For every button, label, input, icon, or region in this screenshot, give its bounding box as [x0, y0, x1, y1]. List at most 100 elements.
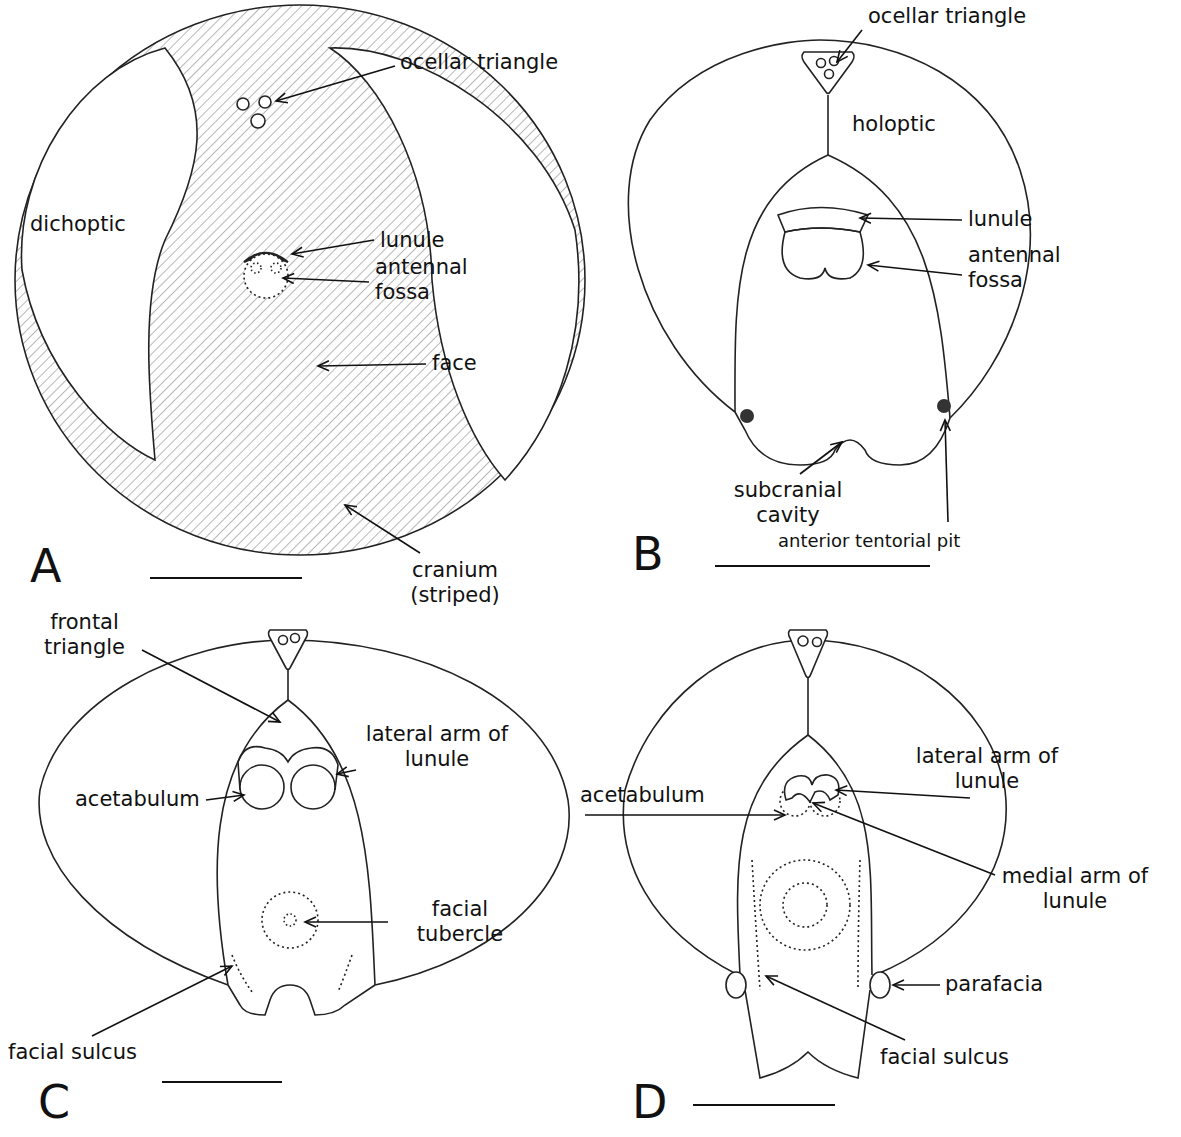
drawing-stroke — [740, 409, 754, 423]
part-label: frontal triangle — [22, 610, 147, 660]
part-label: lateral arm of lunule — [912, 744, 1062, 794]
drawing-stroke — [738, 735, 872, 975]
drawing-stroke — [785, 775, 839, 802]
drawing-stroke — [782, 228, 863, 279]
drawing-stroke — [251, 263, 261, 273]
drawing-stroke — [206, 795, 244, 800]
drawing-stroke — [860, 218, 962, 220]
part-label: antennal fossa — [968, 243, 1103, 293]
drawing-stroke — [262, 892, 318, 948]
part-label: holoptic — [852, 112, 936, 137]
part-label: cranium (striped) — [385, 558, 525, 608]
drawing-stroke — [745, 990, 870, 1078]
drawing-stroke — [150, 577, 302, 579]
drawing-stroke — [726, 972, 746, 998]
drawing-stroke — [817, 59, 826, 68]
drawing-stroke — [836, 790, 970, 798]
drawing-stroke — [237, 98, 249, 110]
panel-letter: A — [30, 540, 61, 592]
drawing-stroke — [585, 814, 785, 816]
drawing-stroke — [783, 883, 827, 927]
drawing-stroke — [760, 860, 850, 950]
drawing-stroke — [291, 634, 300, 643]
drawing-stroke — [735, 155, 950, 418]
drawing-stroke — [766, 976, 905, 1040]
drawing-stroke — [800, 442, 842, 474]
drawing-stroke — [259, 96, 271, 108]
part-label: ocellar triangle — [400, 50, 558, 75]
panel-d-head — [623, 630, 1006, 1078]
part-label: lateral arm of lunule — [362, 722, 512, 772]
part-label: acetabulum — [580, 783, 705, 808]
drawing-stroke — [798, 636, 808, 646]
panel-letter: B — [632, 528, 664, 580]
drawing-stroke — [305, 921, 388, 923]
drawing-stroke — [813, 638, 822, 647]
drawing-stroke — [276, 66, 395, 101]
drawing-stroke — [283, 278, 369, 282]
drawing-stroke — [802, 52, 854, 94]
drawing-stroke — [251, 114, 265, 128]
drawing-stroke — [338, 955, 352, 992]
drawing-stroke — [269, 630, 308, 670]
drawing-stroke — [337, 770, 356, 774]
drawing-stroke — [284, 914, 296, 926]
part-label: lunule — [380, 228, 445, 253]
part-label: facial sulcus — [8, 1040, 137, 1065]
drawing-stroke — [807, 678, 809, 735]
drawing-stroke — [271, 263, 281, 273]
drawing-stroke — [825, 70, 834, 79]
drawing-stroke — [893, 984, 940, 986]
drawing-stroke — [162, 1081, 282, 1083]
drawing-stroke — [789, 630, 828, 678]
drawing-stroke — [837, 30, 862, 62]
drawing-stroke — [240, 765, 284, 809]
part-label: facial sulcus — [880, 1045, 1009, 1070]
drawing-stroke — [244, 254, 288, 298]
drawing-stroke — [715, 565, 930, 567]
part-label: ocellar triangle — [868, 4, 1026, 29]
drawing-stroke — [232, 955, 252, 992]
part-label: facial tubercle — [395, 897, 525, 947]
drawing-stroke — [945, 420, 948, 522]
part-label: acetabulum — [75, 787, 200, 812]
panel-c-head — [39, 630, 569, 1015]
drawing-stroke — [318, 364, 426, 366]
part-label: lunule — [968, 207, 1033, 232]
drawing-stroke — [15, 5, 585, 555]
part-label: anterior tentorial pit — [778, 530, 960, 552]
part-label: antennal fossa — [375, 255, 510, 305]
leader-arrows — [92, 30, 995, 1040]
drawing-stroke — [813, 803, 995, 875]
drawing-stroke — [752, 860, 760, 990]
drawing-stroke — [693, 1104, 835, 1106]
drawing-stroke — [870, 972, 890, 998]
scale-bars — [150, 566, 930, 1105]
drawing-stroke — [291, 765, 335, 809]
drawing-stroke — [868, 265, 962, 275]
drawing-stroke — [330, 48, 579, 480]
drawing-stroke — [827, 95, 829, 155]
drawing-stroke — [735, 412, 950, 465]
drawing-stroke — [92, 966, 232, 1036]
drawing-stroke — [623, 640, 1006, 975]
drawing-stroke — [287, 670, 289, 700]
part-label: subcranial cavity — [718, 478, 858, 528]
panel-letter: C — [38, 1076, 70, 1128]
drawing-stroke — [292, 240, 374, 254]
panel-a-head — [15, 5, 585, 555]
drawing-stroke — [279, 636, 288, 645]
part-label: face — [432, 351, 477, 376]
part-label: medial arm of lunule — [1000, 864, 1150, 914]
part-label: parafacia — [945, 972, 1043, 997]
drawing-stroke — [228, 985, 375, 1015]
drawing-stroke — [142, 650, 280, 722]
drawing-stroke — [858, 860, 860, 990]
drawing-stroke — [21, 48, 197, 460]
drawing-stroke — [39, 640, 569, 985]
drawing-stroke — [345, 505, 420, 553]
panel-letter: D — [632, 1076, 667, 1128]
drawing-stroke — [937, 399, 951, 413]
